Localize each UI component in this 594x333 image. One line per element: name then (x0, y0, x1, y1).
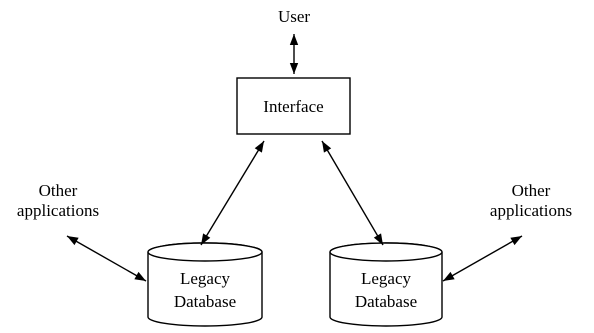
other-apps-right-line1: Other (512, 181, 551, 200)
arrow-other-apps-right-database-head-start (510, 236, 522, 246)
interface-node: Interface (236, 77, 351, 135)
database-left-line2: Database (174, 292, 236, 311)
arrow-other-apps-left-database-head-start (67, 236, 79, 246)
other-apps-right-line2: applications (490, 201, 572, 220)
database-cylinder-top-right (329, 242, 443, 262)
interface-box (236, 77, 351, 135)
arrow-interface-database-right (321, 140, 384, 246)
legacy-database-left: Legacy Database (147, 242, 263, 327)
arrow-other-apps-right-database-head-end (443, 271, 455, 281)
connectors (66, 34, 523, 282)
database-left-line1: Legacy (180, 269, 231, 288)
arrow-interface-database-left (200, 140, 265, 246)
user-label: User (278, 7, 310, 26)
other-applications-right: Other applications (490, 181, 572, 220)
arrow-user-interface-head-start (289, 34, 299, 45)
database-right-line1: Legacy (361, 269, 412, 288)
legacy-database-right: Legacy Database (329, 242, 443, 327)
other-apps-left-line1: Other (39, 181, 78, 200)
arrow-interface-database-left-head-start (254, 141, 264, 153)
arrow-interface-database-right-head-end (373, 233, 383, 245)
arrow-interface-database-left-head-end (201, 233, 211, 245)
other-apps-left-line2: applications (17, 201, 99, 220)
database-cylinder-top-left (147, 242, 263, 262)
arrow-other-apps-right-database (442, 235, 523, 282)
arrow-other-apps-left-database-head-end (134, 271, 146, 281)
arrow-interface-database-right-head-start (322, 141, 332, 153)
arrow-other-apps-left-database (66, 235, 147, 282)
database-right-line2: Database (355, 292, 417, 311)
other-applications-left: Other applications (17, 181, 99, 220)
interface-label: Interface (263, 97, 323, 116)
arrow-user-interface-head-end (289, 63, 299, 74)
